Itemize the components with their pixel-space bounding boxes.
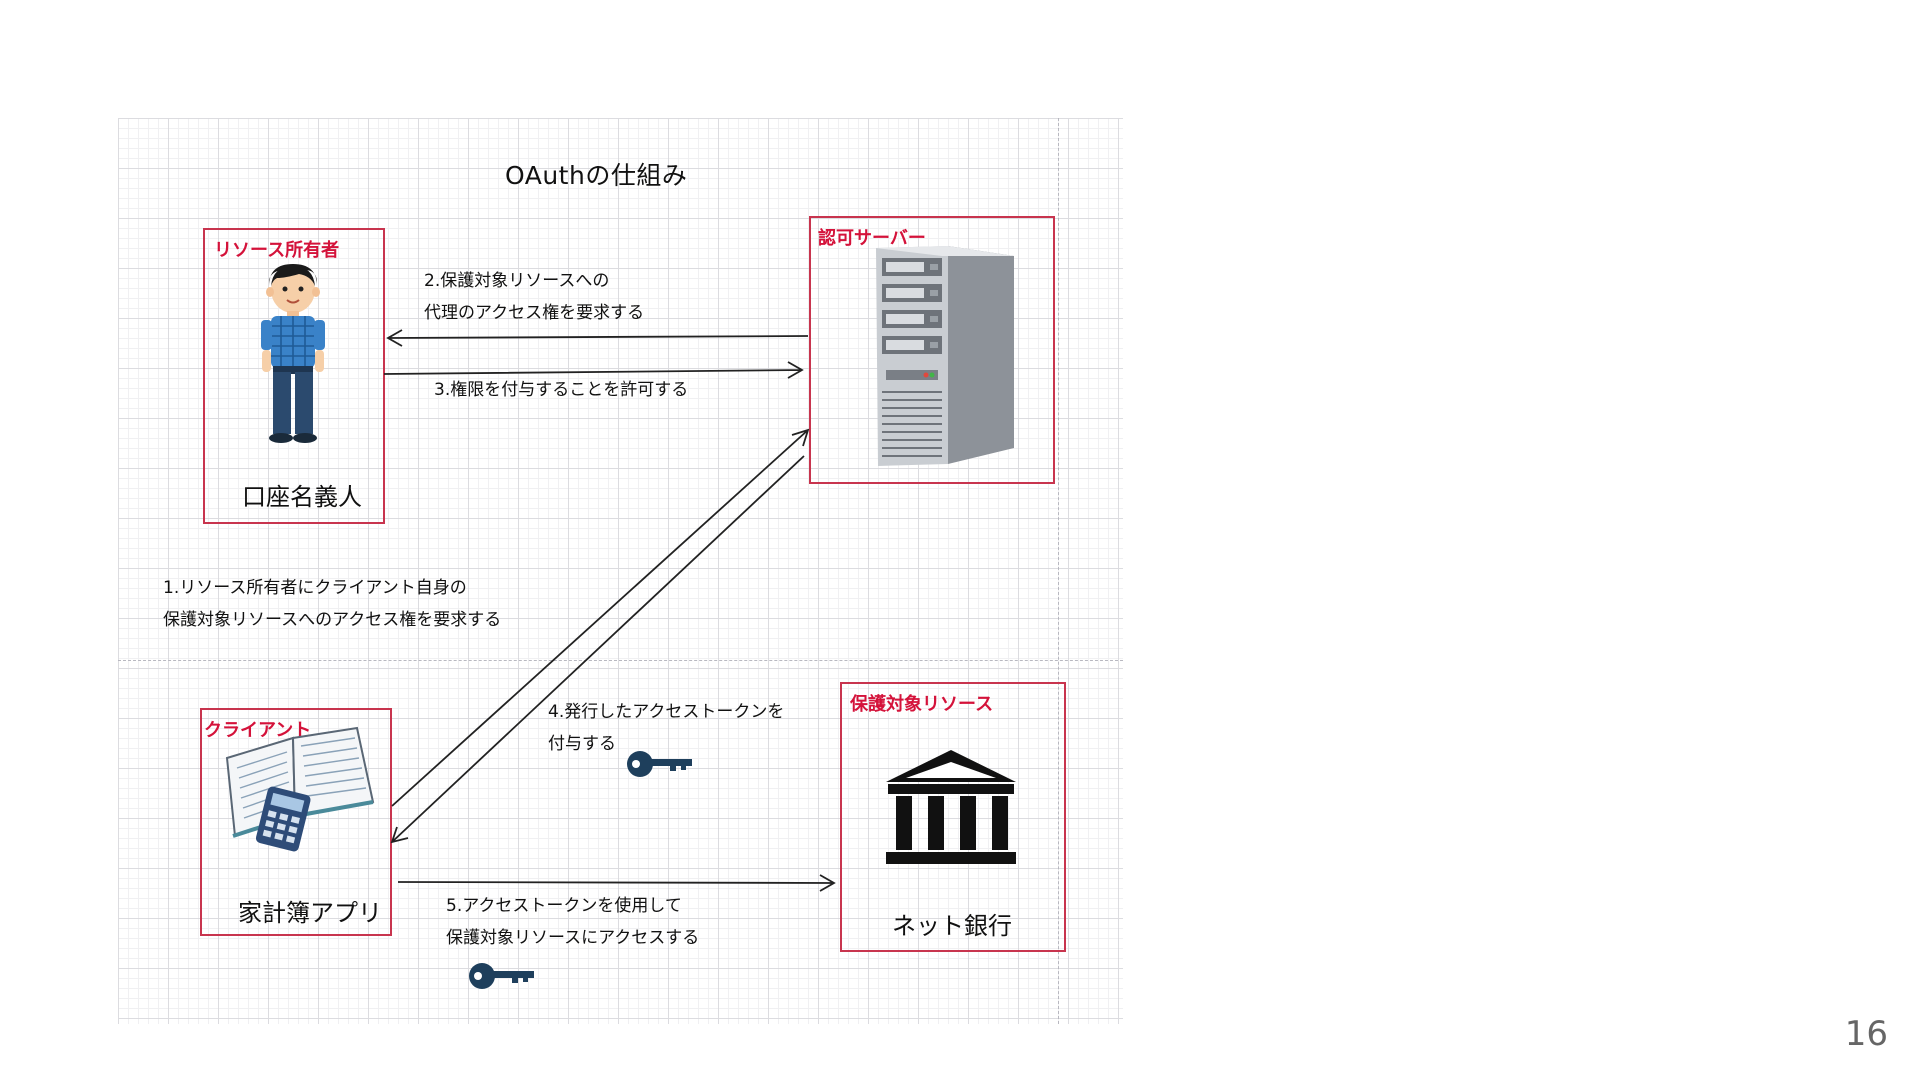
resource-owner-role: リソース所有者 xyxy=(214,240,340,261)
auth-server-role: 認可サーバー xyxy=(818,228,926,249)
bank-icon xyxy=(886,750,1016,864)
step4-text: 4.発行したアクセストークンを 付与する xyxy=(548,696,784,760)
step4-line2: 付与する xyxy=(548,734,616,754)
step5-text: 5.アクセストークンを使用して 保護対象リソースにアクセスする xyxy=(446,890,699,954)
arrow-step4 xyxy=(390,455,805,844)
step1-line2: 保護対象リソースへのアクセス権を要求する xyxy=(163,610,502,630)
arrow-step2 xyxy=(386,329,809,347)
arrow-step5 xyxy=(397,874,836,892)
guide-horizontal xyxy=(118,660,1123,661)
step1-line1: 1.リソース所有者にクライアント自身の xyxy=(163,578,467,598)
protected-resource-role: 保護対象リソース xyxy=(850,694,994,715)
step2-line2: 代理のアクセス権を要求する xyxy=(424,303,645,323)
server-icon xyxy=(876,246,1014,466)
arrow-step1 xyxy=(391,428,810,807)
step3-line1: 3.権限を付与することを許可する xyxy=(434,380,689,400)
client-box xyxy=(200,708,392,936)
guide-vertical xyxy=(1058,118,1059,1024)
resource-owner-box xyxy=(203,228,385,524)
auth-server-box xyxy=(809,216,1055,484)
key-icon xyxy=(627,751,692,777)
step5-line2: 保護対象リソースにアクセスする xyxy=(446,928,700,948)
arrow-step3 xyxy=(383,361,804,379)
step1-text: 1.リソース所有者にクライアント自身の 保護対象リソースへのアクセス権を要求する xyxy=(163,572,501,636)
resource-owner-label: 口座名義人 xyxy=(242,483,362,511)
protected-resource-label: ネット銀行 xyxy=(892,912,1012,940)
step4-line1: 4.発行したアクセストークンを xyxy=(548,702,785,722)
person-icon xyxy=(261,264,325,443)
client-role: クライアント xyxy=(204,720,312,741)
key-icon xyxy=(469,963,534,989)
step2-text: 2.保護対象リソースへの 代理のアクセス権を要求する xyxy=(424,265,644,329)
step3-text: 3.権限を付与することを許可する xyxy=(434,374,688,406)
protected-resource-box xyxy=(840,682,1066,952)
book-calculator-icon xyxy=(225,726,375,852)
step5-line1: 5.アクセストークンを使用して xyxy=(446,896,682,916)
client-label: 家計簿アプリ xyxy=(238,899,382,927)
page-number: 16 xyxy=(1844,1014,1888,1054)
diagram-title: OAuthの仕組み xyxy=(505,161,688,190)
step2-line1: 2.保護対象リソースへの xyxy=(424,271,610,291)
